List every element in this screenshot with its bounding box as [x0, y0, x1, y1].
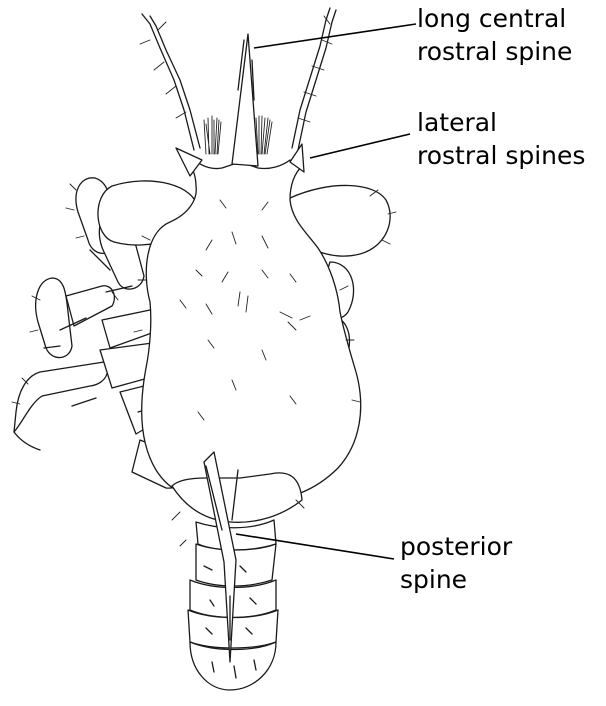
label-line: lateral: [417, 106, 585, 139]
label-lateral-rostral-spines: lateral rostral spines: [417, 106, 585, 172]
label-posterior-spine: posterior spine: [400, 530, 512, 596]
leader-central-rostral: [254, 24, 416, 48]
label-line: rostral spine: [417, 35, 572, 68]
body: [134, 34, 361, 499]
leader-lateral-rostral: [310, 134, 410, 158]
label-line: long central: [417, 2, 572, 35]
label-line: rostral spines: [417, 139, 585, 172]
label-line: spine: [400, 563, 512, 596]
label-long-central-rostral-spine: long central rostral spine: [417, 2, 572, 68]
label-line: posterior: [400, 530, 512, 563]
tail-segments: [172, 452, 304, 690]
